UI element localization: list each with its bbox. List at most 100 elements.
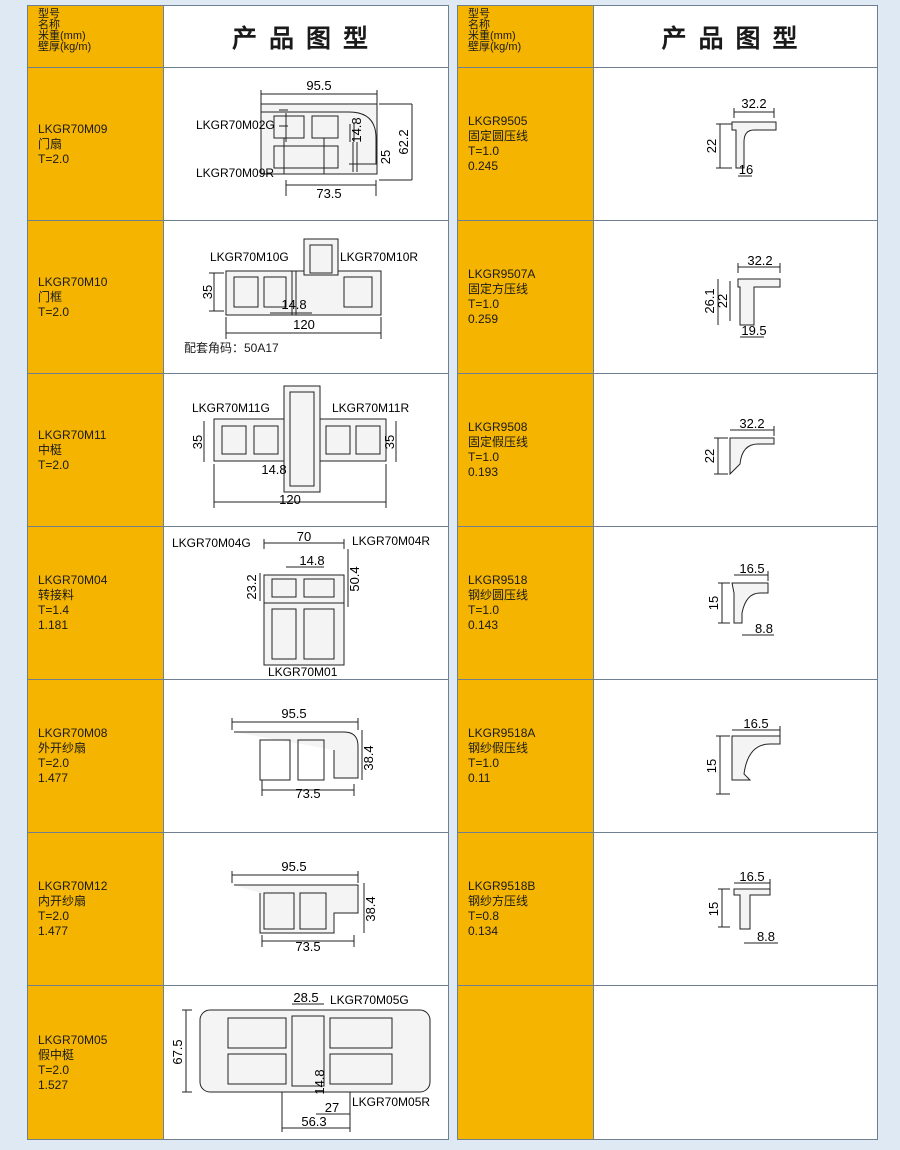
profile-drawing: 16.5 15 8.8 bbox=[706, 561, 774, 636]
dim-120: 120 bbox=[279, 492, 301, 507]
part-label-r: LKGR70M09R bbox=[196, 166, 274, 180]
dim-35: 35 bbox=[200, 285, 215, 299]
profile-drawing: 35 35 14.8 120 LKGR70M11G LKGR70M11R bbox=[190, 385, 409, 508]
dim-32-2: 32.2 bbox=[739, 416, 764, 431]
profile-figure: 70 14.8 23.2 50.4 LKGR70M04G LKGR70M04R … bbox=[164, 527, 448, 679]
spec-cell: LKGR9505 固定圆压线 T=1.0 0.245 bbox=[458, 68, 594, 220]
spec-cell: LKGR70M05 假中梃 T=2.0 1.527 bbox=[28, 986, 164, 1139]
catalog-table-left: 型号 名称 米重(mm) 壁厚(kg/m) 产品图型 LKGR70M09 门扇 … bbox=[27, 5, 449, 1140]
dim-56-3: 56.3 bbox=[301, 1114, 326, 1129]
profile-figure: 35 14.8 120 LKGR70M10G LKGR70M10R 配套角码：5… bbox=[164, 221, 448, 373]
profile-figure: 35 35 14.8 120 LKGR70M11G LKGR70M11R bbox=[164, 374, 448, 526]
dim-35-left: 35 bbox=[190, 435, 205, 449]
spec-cell: LKGR70M10 门框 T=2.0 bbox=[28, 221, 164, 373]
dim-70: 70 bbox=[297, 529, 311, 544]
dim-15: 15 bbox=[704, 759, 719, 773]
product-name: 固定圆压线 bbox=[468, 129, 529, 143]
product-name: 钢纱方压线 bbox=[468, 894, 529, 908]
spec-cell: LKGR70M12 内开纱扇 T=2.0 1.477 bbox=[28, 833, 164, 985]
product-thickness: T=1.0 bbox=[468, 450, 500, 464]
product-name: 内开纱扇 bbox=[38, 894, 87, 908]
dim-22: 22 bbox=[702, 449, 717, 463]
product-thickness: T=2.0 bbox=[38, 909, 70, 923]
dim-22: 22 bbox=[715, 294, 730, 308]
dim-27: 27 bbox=[325, 1100, 339, 1115]
profile-drawing: 95.5 38.4 73.5 bbox=[231, 706, 376, 801]
part-label-g: LKGR70M10G bbox=[210, 250, 289, 264]
part-label-g: LKGR70M11G bbox=[192, 401, 270, 415]
profile-drawing: 32.2 26.1 22 19.5 bbox=[702, 253, 781, 338]
product-code: LKGR9518A bbox=[468, 726, 536, 740]
spec-cell: LKGR9518B 钢纱方压线 T=0.8 0.134 bbox=[458, 833, 594, 985]
product-weight: 0.245 bbox=[468, 159, 499, 173]
dim-38-4: 38.4 bbox=[363, 896, 378, 921]
product-name: 门扇 bbox=[38, 136, 63, 151]
spec-cell: LKGR9518A 钢纱假压线 T=1.0 0.11 bbox=[458, 680, 594, 832]
dim-35-right: 35 bbox=[382, 435, 397, 449]
product-thickness: T=2.0 bbox=[38, 1062, 70, 1077]
dim-16-5: 16.5 bbox=[743, 716, 768, 731]
dim-50-4: 50.4 bbox=[347, 566, 362, 591]
dim-22: 22 bbox=[704, 139, 719, 153]
dim-8-8: 8.8 bbox=[757, 929, 775, 944]
part-label-base: LKGR70M01 bbox=[268, 665, 338, 679]
dim-19-5: 19.5 bbox=[741, 323, 766, 338]
product-row: LKGR9518B 钢纱方压线 T=0.8 0.134 16.5 15 8.8 bbox=[458, 833, 877, 986]
product-weight: 0.259 bbox=[468, 312, 499, 326]
dim-28-5: 28.5 bbox=[293, 990, 318, 1005]
product-name: 门框 bbox=[38, 289, 63, 304]
product-code: LKGR70M05 bbox=[38, 1032, 108, 1047]
product-name: 假中梃 bbox=[38, 1047, 75, 1062]
dim-32-2: 32.2 bbox=[741, 96, 766, 111]
product-row: LKGR70M04 转接料 T=1.4 1.181 70 14.8 23.2 bbox=[28, 527, 448, 680]
profile-figure: 16.5 15 bbox=[594, 680, 877, 832]
product-code: LKGR70M12 bbox=[38, 879, 108, 893]
spec-cell: LKGR9507A 固定方压线 T=1.0 0.259 bbox=[458, 221, 594, 373]
profile-drawing: 16.5 15 8.8 bbox=[706, 869, 778, 944]
dim-16-5: 16.5 bbox=[739, 869, 764, 884]
profile-figure: 95.5 38.4 73.5 bbox=[164, 833, 448, 985]
dim-14-8: 14.8 bbox=[299, 553, 324, 568]
part-label-r: LKGR70M11R bbox=[332, 401, 409, 415]
product-weight: 0.143 bbox=[468, 618, 499, 632]
product-code: LKGR9505 bbox=[468, 114, 528, 128]
product-code: LKGR70M10 bbox=[38, 274, 108, 289]
profile-figure: 95.5 14.8 25 62.2 73.5 LKGR70M02G LKGR70… bbox=[164, 68, 448, 220]
table-header: 型号 名称 米重(mm) 壁厚(kg/m) 产品图型 bbox=[28, 6, 448, 68]
part-label-g: LKGR70M02G bbox=[196, 118, 275, 132]
product-code: LKGR9518 bbox=[468, 573, 528, 587]
profile-drawing: 95.5 38.4 73.5 bbox=[231, 859, 378, 954]
spec-cell: LKGR70M08 外开纱扇 T=2.0 1.477 bbox=[28, 680, 164, 832]
profile-drawing: 70 14.8 23.2 50.4 LKGR70M04G LKGR70M04R … bbox=[172, 529, 430, 679]
part-label-g: LKGR70M05G bbox=[330, 993, 409, 1007]
product-thickness: T=1.4 bbox=[38, 603, 70, 617]
product-row: LKGR9508 固定假压线 T=1.0 0.193 32.2 22 bbox=[458, 374, 877, 527]
dim-width-bottom: 73.5 bbox=[316, 186, 341, 201]
spec-cell: LKGR9508 固定假压线 T=1.0 0.193 bbox=[458, 374, 594, 526]
header-title: 产品图型 bbox=[661, 23, 810, 53]
profile-drawing: 35 14.8 120 LKGR70M10G LKGR70M10R bbox=[200, 238, 418, 339]
dim-95-5: 95.5 bbox=[281, 859, 306, 874]
header-labels: 型号 名称 米重(mm) 壁厚(kg/m) bbox=[28, 6, 164, 67]
product-thickness: T=2.0 bbox=[38, 304, 70, 319]
product-code: LKGR70M08 bbox=[38, 726, 108, 740]
header-labels: 型号 名称 米重(mm) 壁厚(kg/m) bbox=[458, 6, 594, 67]
table-header: 型号 名称 米重(mm) 壁厚(kg/m) 产品图型 bbox=[458, 6, 877, 68]
empty-row bbox=[458, 986, 877, 1139]
spec-cell: LKGR70M09 门扇 T=2.0 bbox=[28, 68, 164, 220]
product-weight: 1.527 bbox=[38, 1077, 69, 1092]
dim-height: 62.2 bbox=[396, 129, 411, 154]
profile-drawing: 32.2 22 16 bbox=[704, 96, 777, 177]
product-row: LKGR70M11 中梃 T=2.0 35 35 14.8 120 LK bbox=[28, 374, 448, 527]
dim-14-8: 14.8 bbox=[312, 1069, 327, 1094]
header-label-name: 名称 bbox=[38, 19, 60, 31]
profile-figure: 16.5 15 8.8 bbox=[594, 833, 877, 985]
product-name: 固定方压线 bbox=[468, 282, 529, 296]
product-row: LKGR70M05 假中梃 T=2.0 1.527 28.5 67.5 bbox=[28, 986, 448, 1139]
product-thickness: T=1.0 bbox=[468, 603, 500, 617]
spec-cell: LKGR9518 钢纱圆压线 T=1.0 0.143 bbox=[458, 527, 594, 679]
header-label-thickness: 壁厚(kg/m) bbox=[38, 41, 92, 53]
product-weight: 1.181 bbox=[38, 618, 69, 632]
product-thickness: T=1.0 bbox=[468, 144, 500, 158]
dim-16: 16 bbox=[739, 162, 753, 177]
